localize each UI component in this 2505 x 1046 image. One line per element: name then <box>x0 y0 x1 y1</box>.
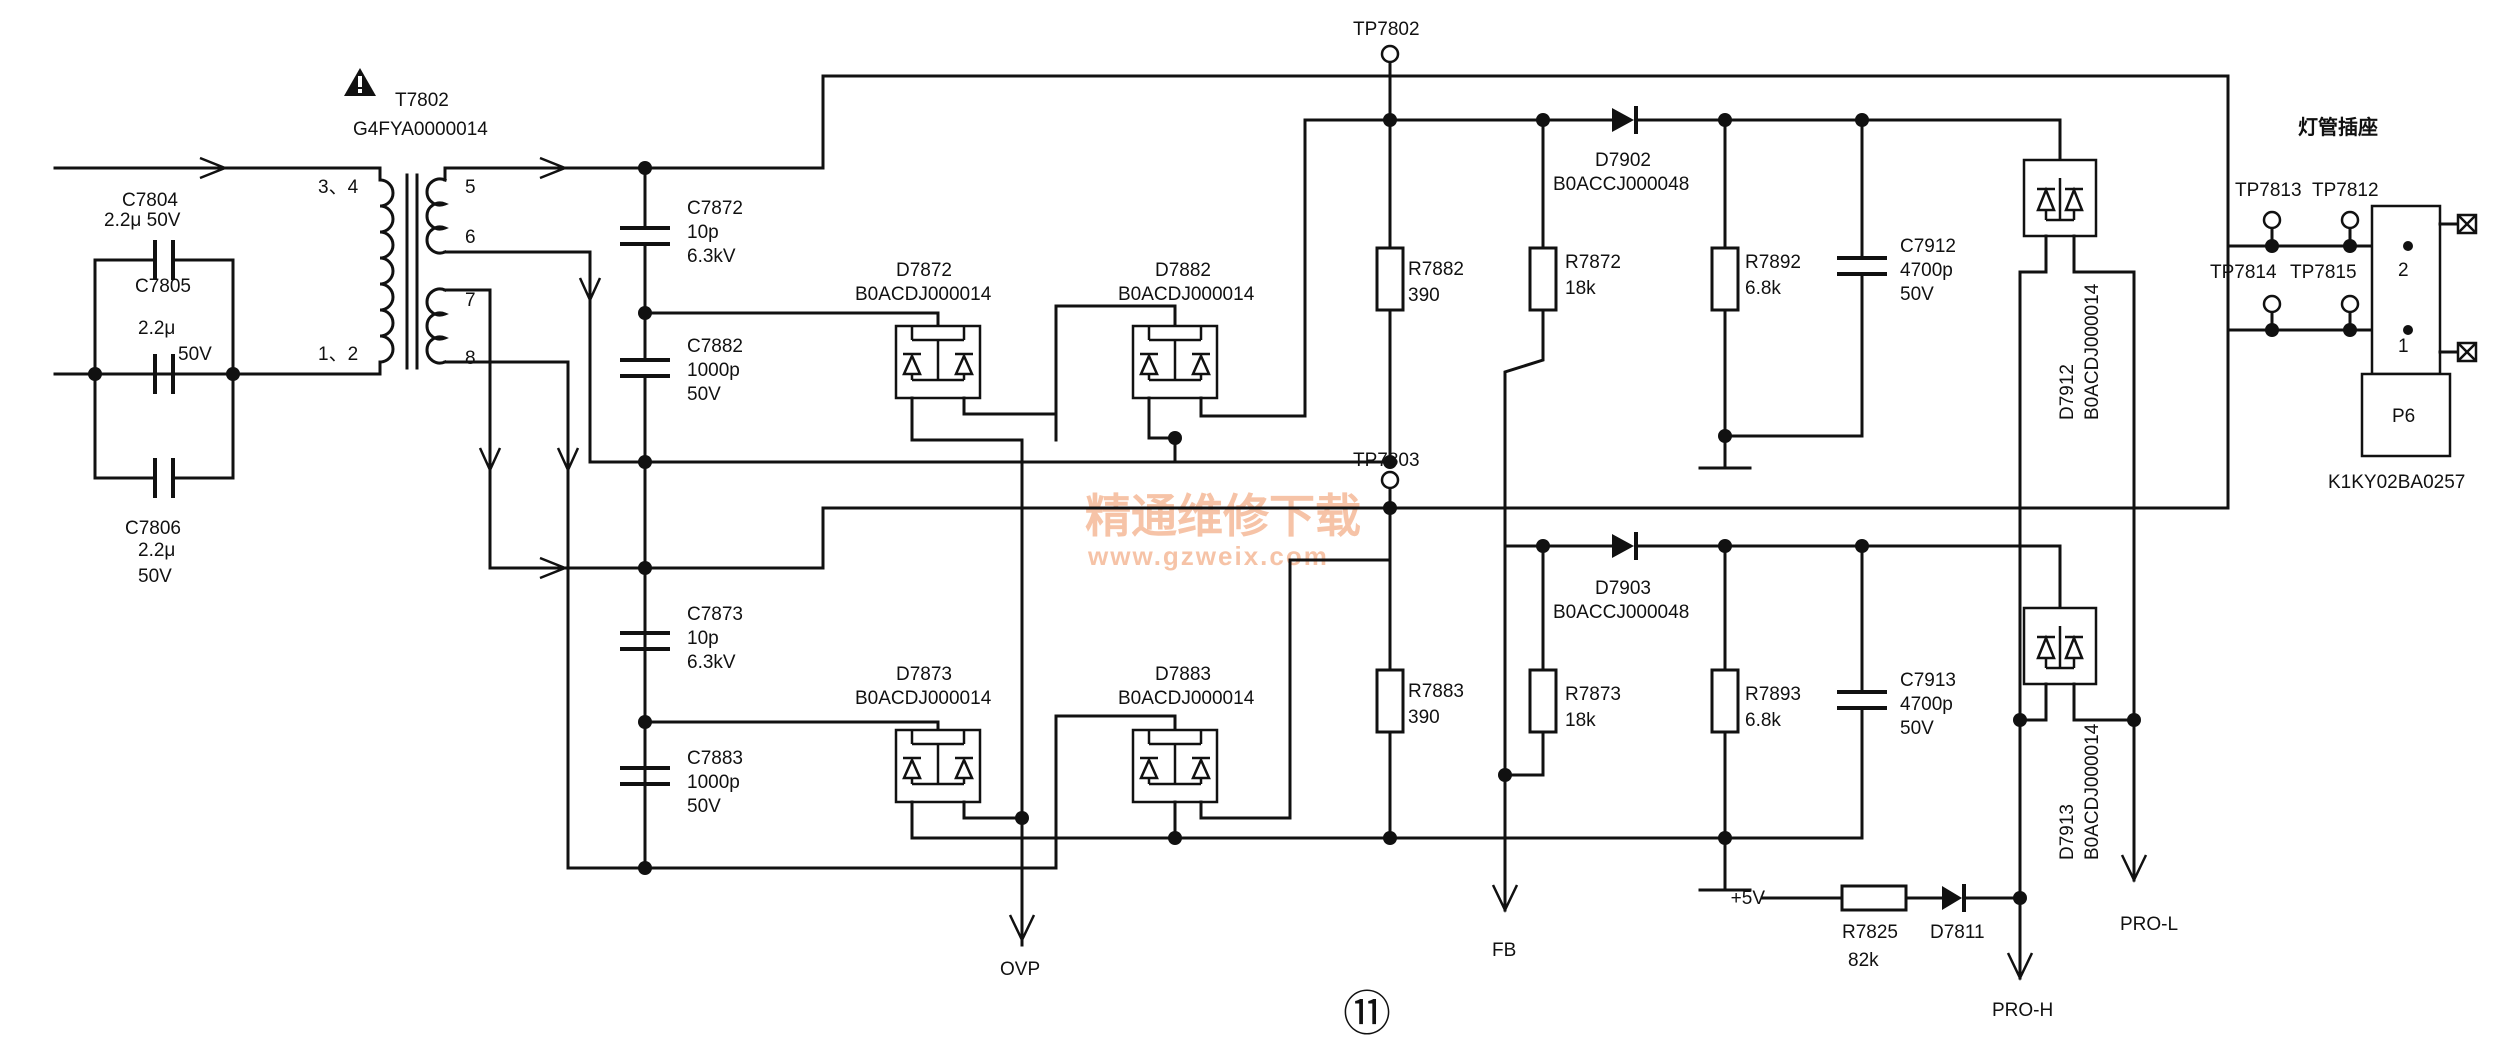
transformer-part: G4FYA0000014 <box>353 119 488 140</box>
d7903-ref: D7903 <box>1595 578 1651 599</box>
c7883-v1: 1000p <box>687 772 740 793</box>
transformer-pin7: 7 <box>465 290 476 311</box>
d7912-part: B0ACDJ000014 <box>2082 283 2103 420</box>
r7872-value: 18k <box>1565 278 1596 299</box>
d7912-ref: D7912 <box>2057 364 2078 420</box>
r7893-ref: R7893 <box>1745 684 1801 705</box>
r7893-value: 6.8k <box>1745 710 1781 731</box>
transformer-pin6: 6 <box>465 227 476 248</box>
c7882-v1: 1000p <box>687 360 740 381</box>
c7912-v1: 4700p <box>1900 260 1953 281</box>
c7882-ref: C7882 <box>687 336 743 357</box>
connector-pin2: 2 <box>2398 260 2409 281</box>
output-fb: FB <box>1492 940 1516 961</box>
d7902-ref: D7902 <box>1595 150 1651 171</box>
upper-channel <box>588 44 2280 947</box>
c7872-v2: 6.3kV <box>687 246 736 267</box>
r7883-ref: R7883 <box>1408 681 1464 702</box>
c7913-ref: C7913 <box>1900 670 1956 691</box>
connector-title: 灯管插座 <box>2298 115 2378 139</box>
d7882-ref: D7882 <box>1155 260 1211 281</box>
d7873-ref: D7873 <box>896 664 952 685</box>
c7912-ref: C7912 <box>1900 236 1956 257</box>
r7882-value: 390 <box>1408 285 1440 306</box>
supply-5v-label: +5V <box>1731 888 1766 909</box>
output-pro-l: PRO-L <box>2120 914 2178 935</box>
connector-part: K1KY02BA0257 <box>2328 472 2465 493</box>
r7825-value: 82k <box>1848 950 1879 971</box>
tp7803-label: TP7803 <box>1353 450 1420 471</box>
c7873-v2: 6.3kV <box>687 652 736 673</box>
r7825-ref: R7825 <box>1842 922 1898 943</box>
c7805-ref: C7805 <box>135 276 191 297</box>
r7892-ref: R7892 <box>1745 252 1801 273</box>
transformer-pin-12: 1、2 <box>318 344 358 365</box>
watermark-title: 精通维修下载 <box>1085 489 1361 543</box>
d7883-ref: D7883 <box>1155 664 1211 685</box>
transformer-t7802 <box>344 68 449 376</box>
input-network <box>53 156 382 498</box>
r7883-value: 390 <box>1408 707 1440 728</box>
connector-ref: P6 <box>2392 406 2415 427</box>
output-pro-h: PRO-H <box>1992 1000 2053 1021</box>
c7873-v1: 10p <box>687 628 719 649</box>
c7806-value: 2.2μ <box>138 540 175 561</box>
c7805-value: 2.2μ <box>138 318 175 339</box>
d7913-part: B0ACDJ000014 <box>2082 723 2103 860</box>
d7902-part: B0ACCJ000048 <box>1553 174 1689 195</box>
watermark-url: www.gzweix.com <box>1087 541 1329 571</box>
tp7813-label: TP7813 <box>2235 180 2302 201</box>
d7811-ref: D7811 <box>1930 922 1985 943</box>
d7913-ref: D7913 <box>2057 804 2078 860</box>
lower-channel <box>620 328 2230 912</box>
c7912-v2: 50V <box>1900 284 1934 305</box>
page-number-mark: ⑪ <box>1343 988 1391 1041</box>
transformer-pin8: 8 <box>465 348 476 369</box>
secondary-leads <box>443 156 647 870</box>
r7873-ref: R7873 <box>1565 684 1621 705</box>
tp7815-label: TP7815 <box>2290 262 2357 283</box>
d7882-part: B0ACDJ000014 <box>1118 284 1255 305</box>
c7883-v2: 50V <box>687 796 721 817</box>
d7873-part: B0ACDJ000014 <box>855 688 992 709</box>
tp7812-label: TP7812 <box>2312 180 2379 201</box>
transformer-pin5: 5 <box>465 177 476 198</box>
transformer-ref: T7802 <box>395 90 449 111</box>
r7873-value: 18k <box>1565 710 1596 731</box>
d7872-part: B0ACDJ000014 <box>855 284 992 305</box>
c7804-value: 2.2μ 50V <box>104 210 181 231</box>
tp7802-label: TP7802 <box>1353 19 1420 40</box>
c7882-v2: 50V <box>687 384 721 405</box>
d7872-ref: D7872 <box>896 260 952 281</box>
c7872-ref: C7872 <box>687 198 743 219</box>
c7806-voltage: 50V <box>138 566 172 587</box>
transformer-pin-34: 3、4 <box>318 177 359 198</box>
c7804-ref: C7804 <box>122 190 178 211</box>
c7872-v1: 10p <box>687 222 719 243</box>
r7892-value: 6.8k <box>1745 278 1781 299</box>
r7872-ref: R7872 <box>1565 252 1621 273</box>
c7805-voltage: 50V <box>178 344 212 365</box>
lamp-connector <box>2226 204 2478 458</box>
r7882-ref: R7882 <box>1408 259 1464 280</box>
c7913-v2: 50V <box>1900 718 1934 739</box>
c7883-ref: C7883 <box>687 748 743 769</box>
d7903-part: B0ACCJ000048 <box>1553 602 1689 623</box>
d7883-part: B0ACDJ000014 <box>1118 688 1255 709</box>
tp7814-label: TP7814 <box>2210 262 2277 283</box>
output-ovp: OVP <box>1000 959 1040 980</box>
output-arrows <box>1008 718 2148 981</box>
connector-pin1: 1 <box>2398 336 2409 357</box>
c7873-ref: C7873 <box>687 604 743 625</box>
c7806-ref: C7806 <box>125 518 181 539</box>
c7913-v1: 4700p <box>1900 694 1953 715</box>
